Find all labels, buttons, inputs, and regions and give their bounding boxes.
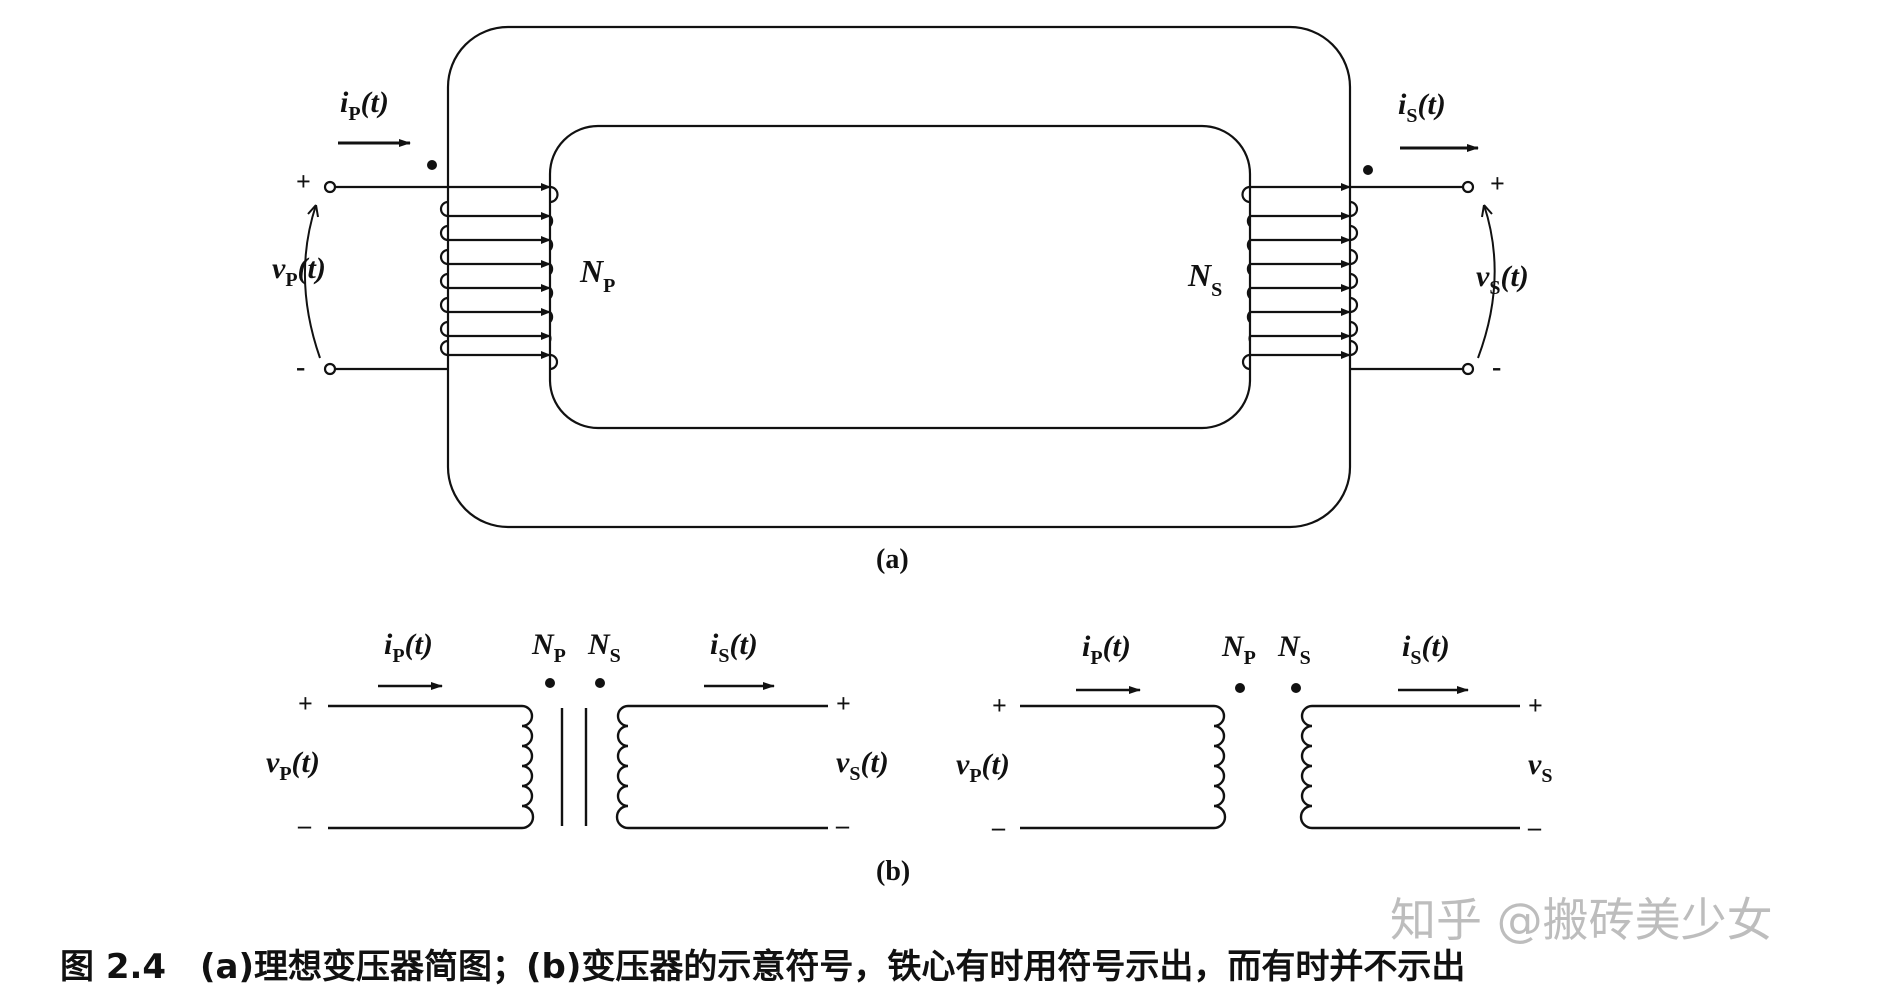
primary-terminals — [323, 180, 448, 376]
primary-voltage-arc — [303, 204, 321, 359]
primary-coil-symbol — [521, 704, 535, 830]
secondary-current-label: iS(t) — [1398, 88, 1446, 127]
secondary-turns-label: NS — [1187, 257, 1222, 301]
secondary-voltage-label: vS(t) — [836, 746, 889, 785]
primary-dot-marker — [545, 678, 555, 688]
caption-number: 图 2.4 — [60, 947, 166, 987]
primary-top-terminal — [323, 180, 337, 194]
secondary-terminals — [1350, 180, 1475, 376]
primary-plus-sign: + — [296, 167, 311, 196]
primary-winding — [439, 183, 559, 371]
core-inner-window — [548, 124, 1252, 430]
secondary-voltage-arc — [1477, 204, 1496, 359]
diagram-b-without-core: + – + – iP(t) iS(t) NP NS vP(t) vS — [956, 630, 1552, 842]
secondary-current-label: iS(t) — [1402, 630, 1450, 669]
secondary-dot-marker — [595, 678, 605, 688]
secondary-coil-symbol — [1299, 704, 1313, 830]
primary-turns-label: NP — [1221, 630, 1256, 669]
secondary-plus-sign: + — [1490, 169, 1505, 198]
plus-sign: + — [836, 689, 851, 718]
watermark: 知乎 @搬砖美少女 — [1390, 893, 1773, 947]
panel-label-a: (a) — [876, 544, 909, 575]
primary-voltage-label: vP(t) — [956, 748, 1010, 787]
secondary-dot-marker — [1363, 165, 1373, 175]
primary-voltage-label: vP(t) — [272, 252, 326, 291]
secondary-coil-symbol — [615, 704, 629, 830]
primary-coil-symbol — [1213, 704, 1227, 830]
secondary-winding — [1241, 183, 1359, 371]
minus-sign: – — [991, 813, 1006, 842]
minus-sign: – — [835, 811, 850, 840]
secondary-dot-marker — [1291, 683, 1301, 693]
secondary-voltage-label: vS(t) — [1476, 260, 1529, 299]
primary-dot-marker — [1235, 683, 1245, 693]
plus-sign: + — [298, 689, 313, 718]
plus-sign: + — [992, 691, 1007, 720]
primary-voltage-label: vP(t) — [266, 746, 320, 785]
primary-current-label: iP(t) — [384, 628, 433, 667]
primary-bottom-terminal — [323, 362, 337, 376]
primary-turns-label: NP — [531, 628, 566, 667]
secondary-top-terminal — [1461, 180, 1475, 194]
primary-minus-sign: - — [296, 352, 305, 383]
secondary-turns-label: NS — [1277, 630, 1311, 669]
panel-label-b: (b) — [876, 856, 910, 887]
primary-current-label: iP(t) — [1082, 630, 1131, 669]
primary-dot-marker — [427, 160, 437, 170]
plus-sign: + — [1528, 691, 1543, 720]
secondary-turns-label: NS — [587, 628, 621, 667]
primary-current-label: iP(t) — [340, 86, 389, 125]
secondary-bottom-terminal — [1461, 362, 1475, 376]
secondary-current-label: iS(t) — [710, 628, 758, 667]
diagram-a: + - + - iP(t) iS(t) vP(t) vS(t) NP NS (a… — [272, 25, 1529, 575]
figure-caption: 图 2.4 (a)理想变压器简图；(b)变压器的示意符号，铁心有时用符号示出，而… — [60, 947, 1465, 987]
caption-text: (a)理想变压器简图；(b)变压器的示意符号，铁心有时用符号示出，而有时并不示出 — [200, 947, 1465, 987]
diagram-b-with-core: + – + – iP(t) iS(t) NP NS vP(t) vS(t) — [266, 628, 889, 840]
secondary-minus-sign: - — [1492, 352, 1501, 383]
primary-turns-label: NP — [579, 253, 615, 297]
secondary-voltage-label: vS — [1528, 748, 1552, 787]
minus-sign: – — [1527, 813, 1542, 842]
minus-sign: – — [297, 811, 312, 840]
core-outer-outline — [446, 25, 1352, 529]
